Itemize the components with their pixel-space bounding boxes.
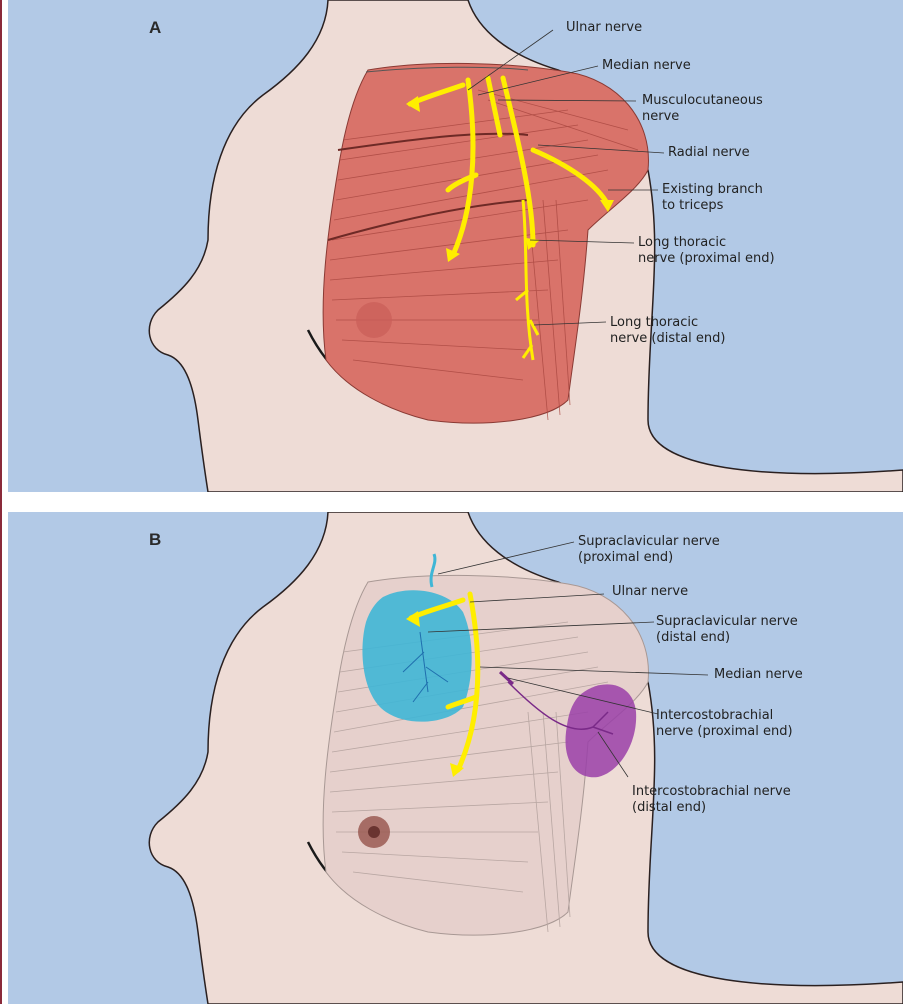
nipple-center-b xyxy=(368,826,380,838)
panel-b-illustration xyxy=(8,512,903,1004)
label-radial-nerve-a: Radial nerve xyxy=(668,145,750,161)
nipple-a xyxy=(356,302,392,338)
label-intercostobrachial-proximal-b: Intercostobrachial nerve (proximal end) xyxy=(656,708,793,740)
label-ulnar-nerve-a: Ulnar nerve xyxy=(566,20,642,36)
panel-a-letter: A xyxy=(149,18,161,38)
label-musculocutaneous-nerve-a: Musculocutaneous nerve xyxy=(642,93,763,125)
panel-b: B Supraclavicular nerve (proximal end) U… xyxy=(8,512,903,1004)
label-supraclavicular-distal-b: Supraclavicular nerve (distal end) xyxy=(656,614,798,646)
label-intercostobrachial-distal-b: Intercostobrachial nerve (distal end) xyxy=(632,784,791,816)
label-long-thoracic-distal-a: Long thoracic nerve (distal end) xyxy=(610,315,725,347)
label-triceps-branch-a: Existing branch to triceps xyxy=(662,182,763,214)
label-ulnar-nerve-b: Ulnar nerve xyxy=(612,584,688,600)
label-median-nerve-b: Median nerve xyxy=(714,667,803,683)
label-median-nerve-a: Median nerve xyxy=(602,58,691,74)
label-long-thoracic-proximal-a: Long thoracic nerve (proximal end) xyxy=(638,235,775,267)
left-border xyxy=(0,0,2,1004)
panel-b-letter: B xyxy=(149,530,161,550)
label-supraclavicular-proximal-b: Supraclavicular nerve (proximal end) xyxy=(578,534,720,566)
panel-a: A Ulnar nerve Median nerve Musculocutane… xyxy=(8,0,903,492)
